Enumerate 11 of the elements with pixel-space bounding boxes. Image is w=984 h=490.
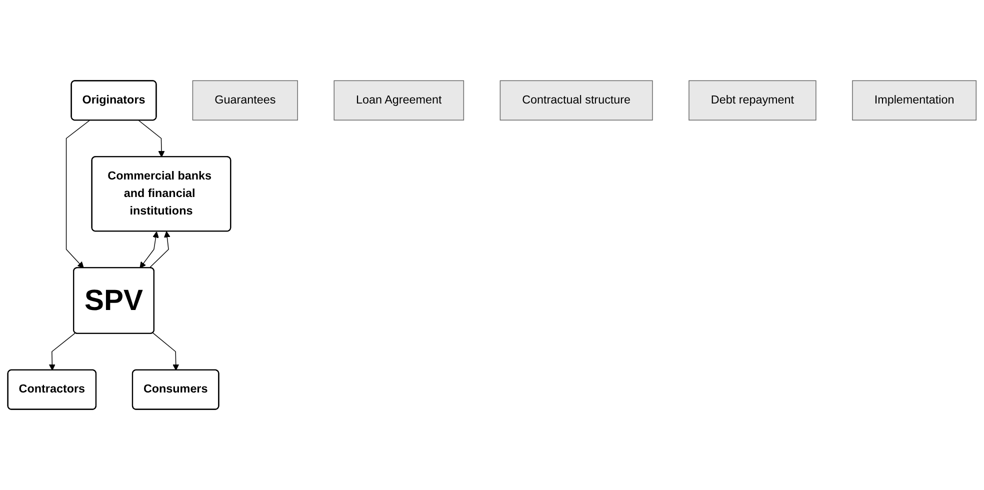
node-box: Contractual structure xyxy=(500,80,653,120)
arrow xyxy=(66,120,90,268)
node-box: Guarantees xyxy=(192,80,298,120)
node-box: Debt repayment xyxy=(688,80,816,120)
arrow xyxy=(148,231,170,268)
arrow xyxy=(152,332,180,371)
arrow xyxy=(48,332,76,371)
node-box: Loan Agreement xyxy=(334,80,464,120)
arrow xyxy=(140,231,159,268)
arrow xyxy=(138,120,165,158)
node-box: Implementation xyxy=(852,80,977,120)
